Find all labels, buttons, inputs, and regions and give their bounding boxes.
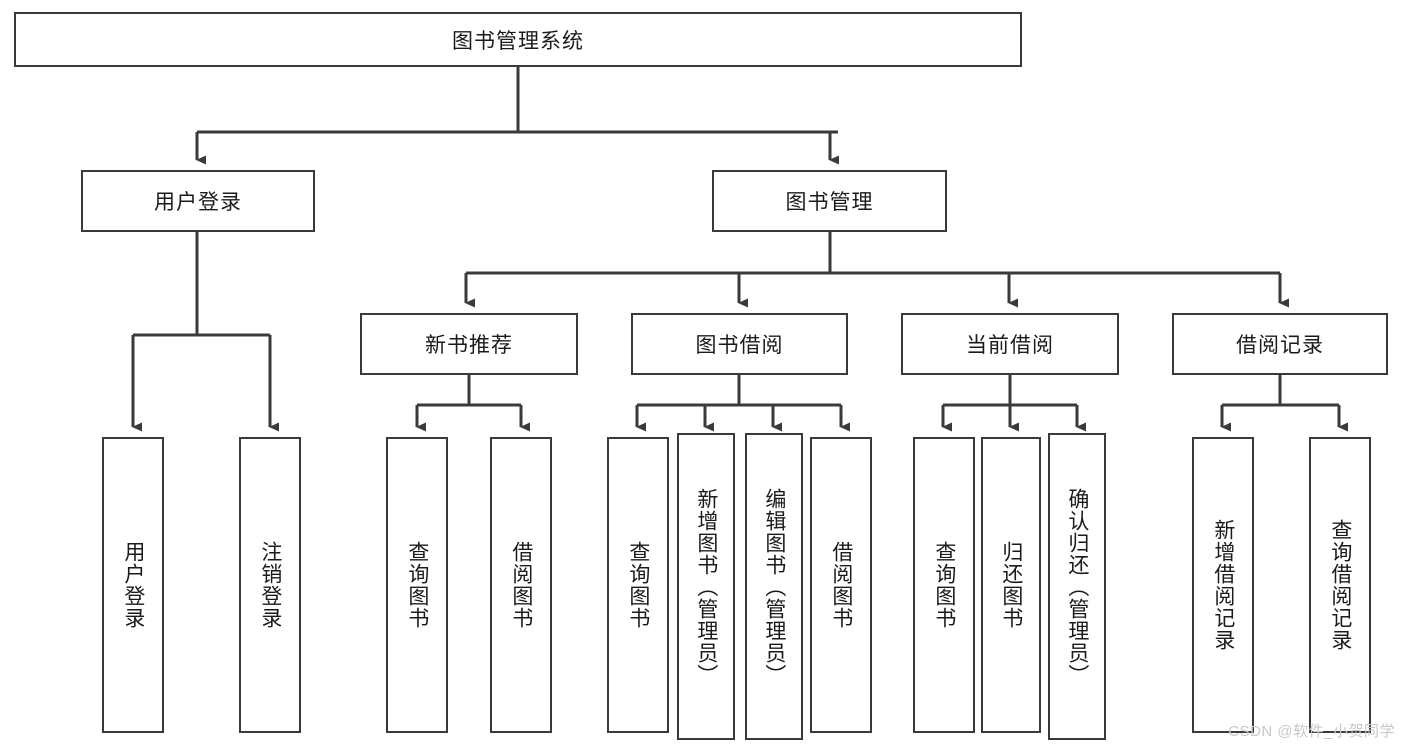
- leaf-return-book[interactable]: 归还图书: [981, 437, 1041, 733]
- leaf-user-login[interactable]: 用户登录: [102, 437, 164, 733]
- node-label: 图书借阅: [695, 334, 784, 357]
- node-current-borrow[interactable]: 当前借阅: [901, 313, 1119, 375]
- leaf-logout[interactable]: 注销登录: [239, 437, 301, 733]
- leaf-label: 确认归还（管理员）: [1065, 487, 1089, 686]
- node-label: 新书推荐: [425, 334, 513, 357]
- leaf-label: 新增图书（管理员）: [694, 487, 718, 686]
- node-label: 图书管理: [785, 191, 874, 214]
- leaf-borrow-book-newbook[interactable]: 借阅图书: [490, 437, 552, 733]
- node-label: 用户登录: [154, 191, 242, 214]
- leaf-add-book-admin[interactable]: 新增图书（管理员）: [677, 433, 735, 740]
- leaf-label: 查询图书: [626, 541, 650, 629]
- leaf-label: 查询图书: [932, 541, 956, 629]
- node-label: 当前借阅: [966, 334, 1054, 357]
- leaf-label: 用户登录: [121, 541, 145, 629]
- node-root-system[interactable]: 图书管理系统: [14, 12, 1022, 67]
- node-borrow-record[interactable]: 借阅记录: [1172, 313, 1388, 375]
- leaf-confirm-return-admin[interactable]: 确认归还（管理员）: [1048, 433, 1106, 740]
- leaf-label: 归还图书: [999, 541, 1023, 629]
- node-new-book-recommend[interactable]: 新书推荐: [360, 313, 578, 375]
- leaf-edit-book-admin[interactable]: 编辑图书（管理员）: [745, 433, 803, 740]
- leaf-query-book-borrow[interactable]: 查询图书: [607, 437, 669, 733]
- node-label: 借阅记录: [1236, 334, 1324, 357]
- leaf-label: 新增借阅记录: [1211, 519, 1235, 651]
- leaf-add-borrow-record[interactable]: 新增借阅记录: [1192, 437, 1254, 733]
- csdn-watermark: CSDN @软件_小贺同学: [1228, 723, 1395, 740]
- node-user-login[interactable]: 用户登录: [81, 170, 315, 232]
- leaf-label: 借阅图书: [509, 541, 533, 629]
- leaf-label: 注销登录: [258, 541, 282, 629]
- leaf-label: 借阅图书: [829, 541, 853, 629]
- leaf-query-book-current[interactable]: 查询图书: [913, 437, 975, 733]
- node-label: 图书管理系统: [452, 29, 584, 53]
- leaf-label: 编辑图书（管理员）: [762, 487, 786, 686]
- leaf-label: 查询借阅记录: [1328, 519, 1352, 651]
- leaf-borrow-book-borrow[interactable]: 借阅图书: [810, 437, 872, 733]
- node-book-borrow[interactable]: 图书借阅: [631, 313, 848, 375]
- leaf-query-book-newbook[interactable]: 查询图书: [386, 437, 448, 733]
- node-book-management[interactable]: 图书管理: [712, 170, 947, 232]
- leaf-label: 查询图书: [405, 541, 429, 629]
- leaf-query-borrow-record[interactable]: 查询借阅记录: [1309, 437, 1371, 733]
